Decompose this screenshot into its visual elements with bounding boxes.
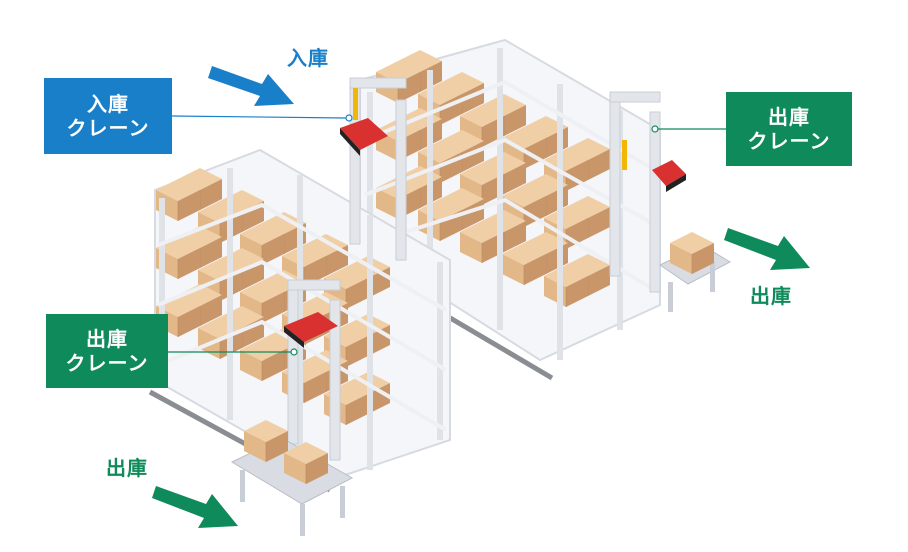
outbound-crane-left-unit — [284, 279, 341, 461]
outbound-crane-right-unit — [609, 91, 686, 293]
arrow-down-right-icon — [208, 66, 294, 106]
outbound-crane-left-callout: 出庫 クレーン — [46, 314, 168, 388]
inbound-crane-unit — [340, 77, 407, 261]
leader-inbound — [171, 114, 353, 122]
rack-left — [154, 148, 451, 482]
outbound-crane-right-line2: クレーン — [747, 129, 831, 153]
inbound-crane-line2: クレーン — [66, 116, 150, 140]
inbound-crane-callout: 入庫 クレーン — [44, 78, 172, 154]
leader-outbound-left — [168, 348, 298, 356]
inbound-crane-line1: 入庫 — [87, 92, 129, 116]
outbound-left-flow-label: 出庫 — [106, 456, 148, 480]
outbound-crane-left-line2: クレーン — [65, 351, 149, 375]
conveyor-left — [230, 419, 354, 536]
conveyor-right — [658, 231, 732, 312]
outbound-crane-left-line1: 出庫 — [86, 327, 128, 351]
outbound-right-flow-label: 出庫 — [750, 284, 792, 308]
outbound-crane-right-line1: 出庫 — [768, 105, 810, 129]
inbound-flow-label: 入庫 — [287, 46, 329, 70]
arrow-down-right-icon — [724, 228, 810, 270]
leader-outbound-right — [651, 125, 726, 133]
arrow-down-right-icon — [152, 486, 238, 528]
outbound-crane-right-callout: 出庫 クレーン — [726, 92, 852, 166]
